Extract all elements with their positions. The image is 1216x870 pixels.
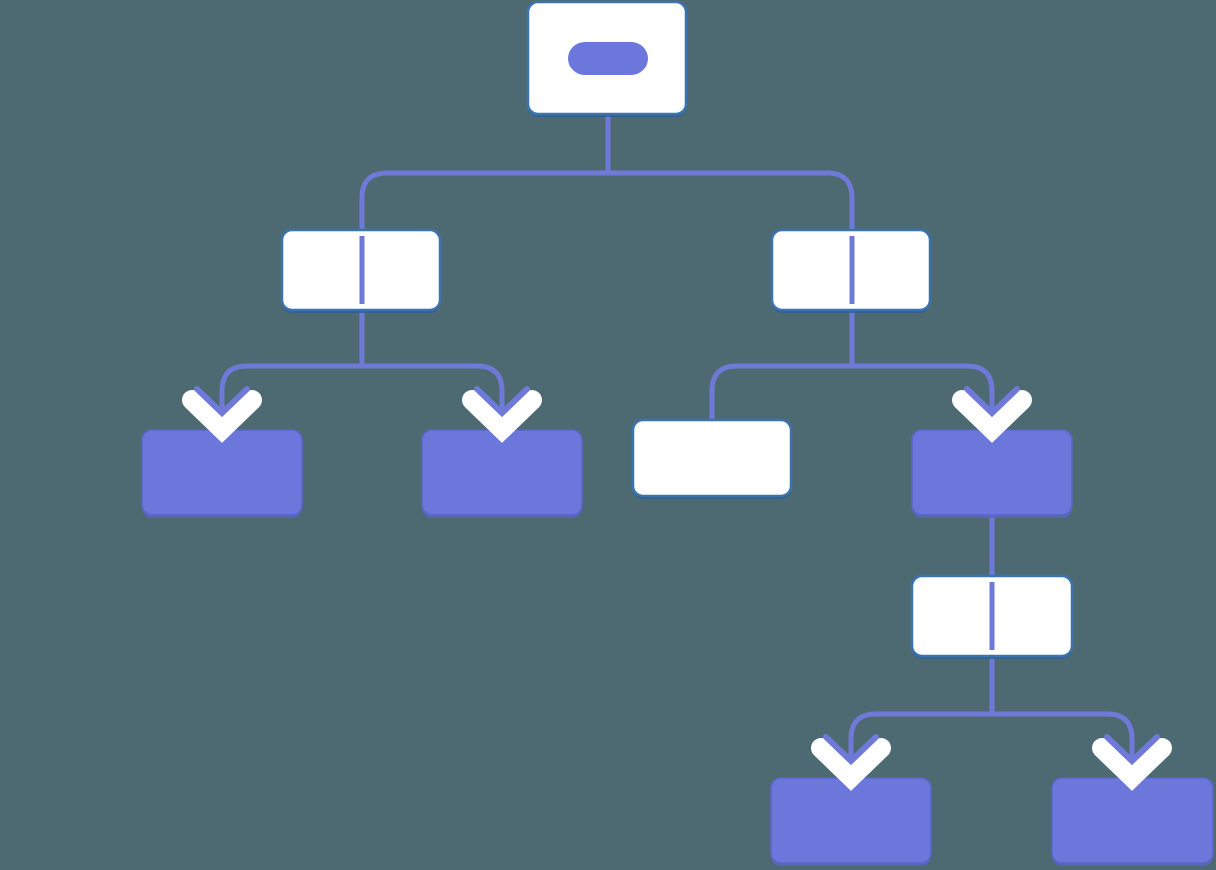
nodes-layer	[141, 0, 1214, 866]
arrowhead-purple-chevron	[194, 386, 250, 418]
arrowhead	[182, 386, 262, 443]
edge-level1-left-to-level2-b	[362, 363, 505, 430]
node-body	[1051, 777, 1214, 864]
edge-level1-right-to-level2-d	[852, 363, 995, 430]
arrowheads-layer	[182, 386, 1172, 791]
overline-layer	[359, 236, 995, 650]
edge-root-to-level1-right	[608, 170, 855, 230]
arrowhead-purple-chevron	[474, 386, 530, 418]
edge-level1-left-to-level2-a	[219, 363, 362, 430]
level2-node-c[interactable]	[631, 418, 793, 499]
node-body	[631, 418, 793, 498]
arrowhead-purple-chevron	[1104, 734, 1160, 766]
level2-node-d[interactable]	[911, 429, 1073, 518]
edge-level3-to-level4-left	[848, 711, 992, 778]
arrowhead	[1092, 734, 1172, 791]
level4-left-node[interactable]	[770, 777, 932, 866]
arrowhead-white-chevron	[462, 390, 542, 443]
level4-right-node[interactable]	[1051, 777, 1214, 866]
root-node[interactable]	[526, 0, 688, 117]
arrowhead-white-chevron	[811, 738, 891, 791]
edge-root-to-level1-left	[359, 170, 608, 230]
arrowhead-purple-chevron	[823, 734, 879, 766]
arrowhead	[462, 386, 542, 443]
arrowhead	[811, 734, 891, 791]
arrowhead	[952, 386, 1032, 443]
edge-level3-to-level4-right	[992, 711, 1135, 778]
arrowhead-white-chevron	[952, 390, 1032, 443]
arrowhead-white-chevron	[1092, 738, 1172, 791]
arrowhead-purple-chevron	[964, 386, 1020, 418]
level2-node-b[interactable]	[421, 429, 583, 518]
arrowhead-white-chevron	[182, 390, 262, 443]
level2-node-a[interactable]	[141, 429, 303, 518]
edge-level1-right-to-level2-c	[709, 363, 852, 420]
node-pill-placeholder	[568, 42, 648, 75]
